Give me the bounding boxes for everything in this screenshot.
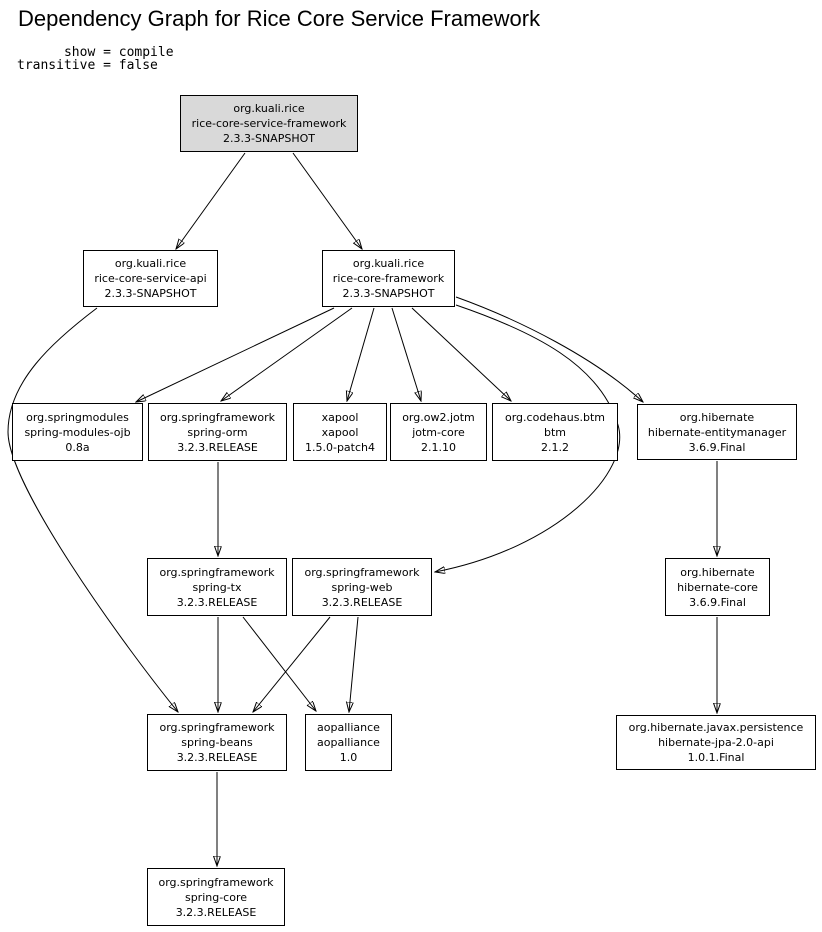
node-spring-core: org.springframework spring-core 3.2.3.RE… — [147, 868, 285, 926]
node-spring-beans: org.springframework spring-beans 3.2.3.R… — [147, 714, 287, 771]
node-version: 3.6.9.Final — [688, 440, 746, 454]
node-version: 3.2.3.RELEASE — [176, 595, 258, 609]
edge-spring-web-to-spring-beans — [253, 616, 331, 712]
node-artifact: btm — [543, 425, 566, 439]
edge-spring-tx-to-aopalliance — [242, 616, 316, 711]
node-group: org.kuali.rice — [233, 102, 305, 115]
node-artifact: xapool — [321, 425, 359, 439]
node-artifact: spring-modules-ojb — [24, 425, 131, 439]
node-artifact: rice-core-framework — [332, 272, 445, 285]
setting-transitive: transitive = false — [17, 57, 158, 73]
node-jotm-core: org.ow2.jotm jotm-core 2.1.10 — [390, 403, 487, 461]
edge-rice-core-framework-to-spring-modules-ojb — [136, 307, 335, 402]
node-rice-core-service-framework: org.kuali.rice rice-core-service-framewo… — [180, 95, 358, 152]
node-group: org.codehaus.btm — [505, 410, 605, 424]
node-artifact: hibernate-core — [677, 580, 758, 594]
node-version: 2.1.2 — [541, 440, 569, 454]
node-artifact: rice-core-service-api — [94, 272, 207, 285]
edge-rice-core-service-framework-to-rice-core-service-api — [176, 152, 246, 249]
node-spring-orm: org.springframework spring-orm 3.2.3.REL… — [148, 403, 287, 461]
node-artifact: spring-web — [331, 580, 393, 594]
node-version: 1.5.0-patch4 — [304, 440, 375, 454]
node-artifact: hibernate-jpa-2.0-api — [658, 736, 774, 749]
node-group: aopalliance — [317, 721, 380, 734]
node-hibernate-core: org.hibernate hibernate-core 3.6.9.Final — [665, 558, 770, 616]
node-version: 2.1.10 — [421, 440, 456, 454]
node-version: 2.3.3-SNAPSHOT — [342, 287, 435, 300]
node-version: 3.6.9.Final — [689, 595, 746, 609]
edge-rice-core-service-api-to-spring-beans — [7, 307, 178, 712]
setting-show: show = compile — [17, 45, 174, 60]
edge-rice-core-framework-to-spring-web — [435, 304, 621, 572]
node-group: xapool — [321, 410, 359, 424]
node-spring-modules-ojb: org.springmodules spring-modules-ojb 0.8… — [12, 403, 143, 461]
node-group: org.springframework — [304, 565, 420, 579]
node-artifact: spring-tx — [192, 580, 242, 594]
node-artifact: aopalliance — [317, 736, 380, 749]
node-version: 3.2.3.RELEASE — [177, 440, 258, 454]
edge-rice-core-framework-to-xapool — [347, 307, 375, 401]
node-group: org.hibernate — [680, 565, 755, 579]
node-hibernate-jpa-2.0-api: org.hibernate.javax.persistence hibernat… — [616, 715, 816, 770]
node-group: org.kuali.rice — [114, 257, 187, 270]
node-group: org.hibernate.javax.persistence — [628, 721, 804, 734]
node-version: 2.3.3-SNAPSHOT — [223, 132, 315, 145]
node-group: org.kuali.rice — [352, 257, 425, 270]
node-version: 3.2.3.RELEASE — [175, 905, 257, 919]
node-group: org.hibernate — [679, 410, 755, 424]
page-title: Dependency Graph for Rice Core Service F… — [18, 6, 541, 31]
node-spring-web: org.springframework spring-web 3.2.3.REL… — [292, 558, 432, 616]
node-artifact: spring-beans — [181, 736, 253, 749]
node-version: 0.8a — [65, 440, 90, 454]
node-version: 1.0 — [339, 751, 358, 764]
node-aopalliance: aopalliance aopalliance 1.0 — [305, 714, 392, 771]
node-btm: org.codehaus.btm btm 2.1.2 — [492, 403, 618, 461]
node-version: 2.3.3-SNAPSHOT — [104, 287, 197, 300]
node-rice-core-service-api: org.kuali.rice rice-core-service-api 2.3… — [83, 250, 218, 307]
edge-rice-core-framework-to-btm — [411, 307, 511, 401]
edge-rice-core-framework-to-hibernate-entitymanager — [455, 296, 643, 402]
edge-spring-web-to-aopalliance — [349, 616, 359, 712]
node-xapool: xapool xapool 1.5.0-patch4 — [293, 403, 387, 461]
node-artifact: hibernate-entitymanager — [647, 425, 787, 439]
node-group: org.springframework — [158, 875, 274, 889]
node-group: org.springframework — [159, 721, 275, 734]
node-spring-tx: org.springframework spring-tx 3.2.3.RELE… — [147, 558, 287, 616]
node-group: org.springmodules — [26, 410, 129, 424]
edge-rice-core-service-framework-to-rice-core-framework — [292, 152, 362, 249]
node-rice-core-framework: org.kuali.rice rice-core-framework 2.3.3… — [322, 250, 455, 307]
node-group: org.springframework — [159, 410, 276, 424]
node-group: org.ow2.jotm — [402, 410, 475, 424]
node-version: 1.0.1.Final — [687, 751, 745, 764]
node-version: 3.2.3.RELEASE — [321, 595, 403, 609]
node-artifact: rice-core-service-framework — [191, 117, 347, 130]
node-version: 3.2.3.RELEASE — [176, 751, 258, 764]
edge-rice-core-framework-to-jotm-core — [391, 307, 421, 401]
node-artifact: jotm-core — [412, 425, 465, 439]
node-artifact: spring-core — [184, 890, 248, 904]
node-group: org.springframework — [159, 565, 275, 579]
edge-rice-core-framework-to-spring-orm — [221, 307, 353, 401]
node-artifact: spring-orm — [187, 425, 248, 439]
node-hibernate-entitymanager: org.hibernate hibernate-entitymanager 3.… — [637, 404, 797, 460]
